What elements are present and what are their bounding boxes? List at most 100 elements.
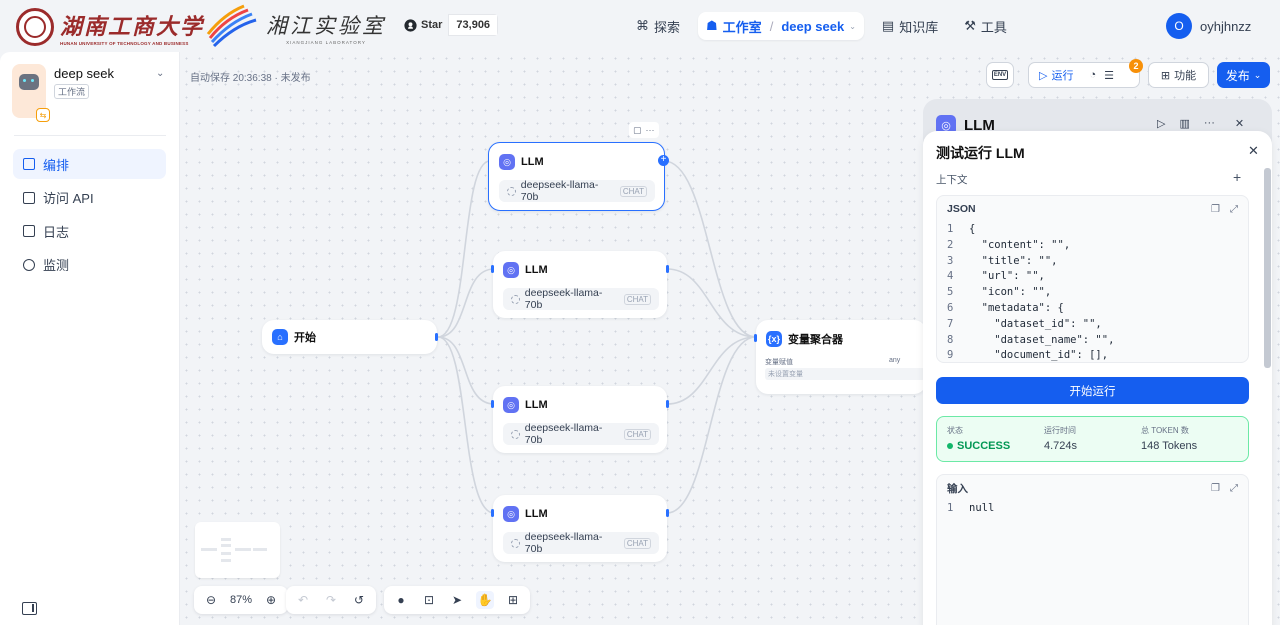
code-text: "icon": "", <box>969 286 1052 299</box>
copy-icon[interactable]: ❐ <box>1211 482 1220 494</box>
node-output-handle[interactable] <box>666 265 669 273</box>
panel-scrollbar[interactable] <box>1264 168 1271 368</box>
model-icon <box>511 294 520 304</box>
node-llm-4[interactable]: ◎ LLM deepseek-llama-70b CHAT <box>491 495 669 562</box>
canvas-tools: ● ⊡ ➤ ✋ ⊞ <box>384 586 530 614</box>
node-input-handle[interactable] <box>491 265 494 273</box>
zoom-level[interactable]: 87% <box>230 594 253 606</box>
node-llm-2[interactable]: ◎ LLM deepseek-llama-70b CHAT <box>491 251 669 318</box>
book-open-icon[interactable]: ▥ <box>1179 118 1190 130</box>
code-line: 9 "document_id": [], <box>947 348 1248 362</box>
lab-logo[interactable]: 湘江实验室 XIANGJIANG LABORATORY <box>204 4 386 50</box>
add-note-icon[interactable]: ⊡ <box>423 593 435 607</box>
node-variable-aggregator[interactable]: {x} 变量聚合器 变量赋值 any 未设置变量 <box>754 320 926 394</box>
lab-name-en: XIANGJIANG LABORATORY <box>286 39 366 45</box>
llm-panel-title: LLM <box>964 116 995 134</box>
run-toolbar-group: ▷ 运行 ◔ ☰ <box>1028 62 1140 88</box>
run-button[interactable]: ▷ 运行 <box>1039 69 1074 83</box>
publish-button[interactable]: 发布 ⌄ <box>1217 62 1270 88</box>
university-logo[interactable]: 湖南工商大学 HUNAN UNIVERSITY OF TECHNOLOGY AN… <box>16 8 204 46</box>
sidebar-item-logs[interactable]: 日志 <box>13 216 166 246</box>
github-icon <box>404 18 417 32</box>
input-viewer[interactable]: 输入 ❐ ⤢ 1 null <box>936 474 1249 625</box>
github-star-badge[interactable]: Star 73,906 <box>398 14 499 36</box>
nav-tools[interactable]: ⚒ 工具 <box>964 18 1007 35</box>
sidebar-item-orchestrate[interactable]: 编排 <box>13 149 166 179</box>
code-text: "dataset_name": "", <box>969 333 1115 346</box>
nav-studio[interactable]: ☗ 工作室 / deep seek ⌄ <box>698 12 864 40</box>
copy-icon[interactable]: ❐ <box>1211 203 1220 215</box>
organize-icon[interactable]: ⊞ <box>507 593 519 607</box>
nav-explore[interactable]: ⌘ 探索 <box>636 18 681 35</box>
node-input-handle[interactable] <box>491 509 494 517</box>
zoom-in-icon[interactable]: ⊕ <box>266 593 277 607</box>
close-icon[interactable]: ✕ <box>1248 143 1259 158</box>
node-start[interactable]: ⌂ 开始 <box>262 320 438 354</box>
app-header[interactable]: ⇆ deep seek 工作流 <box>12 64 114 122</box>
env-button[interactable]: ENV <box>986 62 1014 88</box>
expand-icon[interactable]: ⤢ <box>1230 203 1238 215</box>
start-run-button[interactable]: 开始运行 <box>936 377 1249 404</box>
nav-knowledge[interactable]: ▤ 知识库 <box>881 18 939 35</box>
sidebar-collapse-icon[interactable] <box>22 602 37 615</box>
history-icon[interactable]: ◔ <box>1089 69 1097 81</box>
edge-llm2-agg <box>666 268 757 338</box>
pointer-icon[interactable]: ➤ <box>451 593 463 607</box>
features-button[interactable]: ⊞ 功能 <box>1148 62 1209 88</box>
zoom-out-icon[interactable]: ⊖ <box>205 593 217 607</box>
close-icon[interactable]: ✕ <box>1234 118 1245 130</box>
code-text: "title": "", <box>969 254 1058 267</box>
node-llm-1[interactable]: ◎ LLM deepseek-llama-70b CHAT + <box>488 142 669 211</box>
top-navigation: 湖南工商大学 HUNAN UNIVERSITY OF TECHNOLOGY AN… <box>0 0 1280 52</box>
square-icon[interactable]: ▢ <box>633 124 642 135</box>
node-llm-3[interactable]: ◎ LLM deepseek-llama-70b CHAT <box>491 386 669 453</box>
model-selector[interactable]: deepseek-llama-70b CHAT <box>503 287 659 311</box>
status-label: 状态 <box>947 426 963 435</box>
add-node-icon[interactable]: ● <box>397 593 405 607</box>
json-editor[interactable]: JSON ❐ ⤢ 1{2 "content": "",3 "title": ""… <box>936 195 1249 363</box>
node-start-output-handle[interactable] <box>435 333 438 341</box>
json-code[interactable]: 1{2 "content": "",3 "title": "",4 "url":… <box>937 222 1248 362</box>
user-menu[interactable]: O oyhjhnzz <box>1166 13 1251 39</box>
version-history-icon[interactable]: ↺ <box>353 593 365 607</box>
checklist-icon[interactable]: ☰ <box>1104 69 1114 82</box>
code-text: { <box>969 223 976 235</box>
node-input-handle[interactable] <box>491 400 494 408</box>
lab-swoosh-icon <box>206 4 257 48</box>
add-next-node-icon[interactable]: + <box>658 155 669 166</box>
time-label: 运行时间 <box>1044 426 1076 435</box>
more-icon[interactable]: ··· <box>645 125 655 135</box>
node-input-handle[interactable] <box>754 334 757 342</box>
undo-icon[interactable]: ↶ <box>297 593 309 607</box>
sidebar-item-monitor[interactable]: 监测 <box>13 250 166 280</box>
hand-icon[interactable]: ✋ <box>476 591 494 609</box>
node-output-handle[interactable] <box>666 509 669 517</box>
sidebar-item-api[interactable]: 访问 API <box>13 183 166 213</box>
checklist-count-badge: 2 <box>1129 59 1143 73</box>
chevron-down-icon[interactable]: ⌄ <box>156 68 165 79</box>
model-selector[interactable]: deepseek-llama-70b CHAT <box>499 179 655 203</box>
add-context-icon[interactable]: + <box>1233 169 1242 185</box>
code-text: "content": "", <box>969 238 1071 251</box>
grid-icon <box>23 158 35 170</box>
code-line: 4 "url": "", <box>947 269 1248 285</box>
redo-icon[interactable]: ↷ <box>325 593 337 607</box>
github-star-count: 73,906 <box>448 14 499 36</box>
minimap[interactable] <box>195 522 280 578</box>
model-selector[interactable]: deepseek-llama-70b CHAT <box>503 531 659 555</box>
model-selector[interactable]: deepseek-llama-70b CHAT <box>503 422 659 446</box>
play-icon[interactable]: ▷ <box>1157 118 1166 130</box>
code-line: 5 "icon": "", <box>947 285 1248 301</box>
line-number: 7 <box>947 317 954 330</box>
more-icon[interactable]: ··· <box>1203 117 1215 129</box>
input-label: 输入 <box>947 482 968 495</box>
user-name: oyhjhnzz <box>1200 18 1252 34</box>
node-llm-title: LLM <box>525 508 548 520</box>
node-llm-title: LLM <box>521 156 544 168</box>
chevron-down-icon: ⌄ <box>1253 69 1262 80</box>
expand-icon[interactable]: ⤢ <box>1230 482 1238 494</box>
node-output-handle[interactable] <box>666 400 669 408</box>
studio-app-selector[interactable]: deep seek <box>781 18 845 34</box>
home-icon: ⌂ <box>272 329 288 345</box>
